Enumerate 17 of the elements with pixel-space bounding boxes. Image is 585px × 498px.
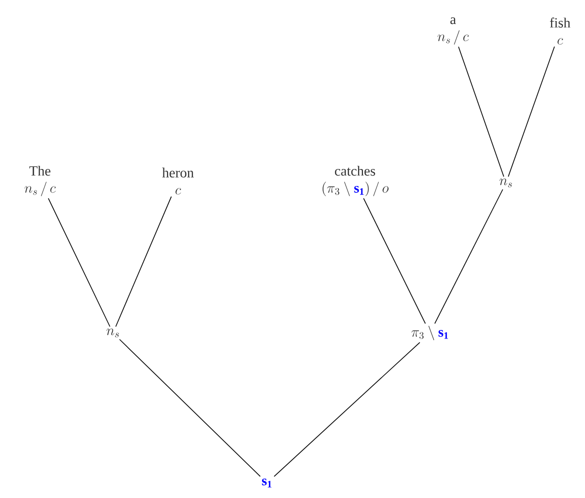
tree-branch (458, 46, 504, 178)
tree-branch (434, 188, 504, 324)
tree-branch (363, 198, 426, 324)
category-label: $\pi_3 \mathbin{\backslash} \textcolor{blue}{\mathbf{s_1}}$ (411, 326, 448, 340)
word-category-label: catches $(\pi_3 \mathbin{\backslash} \textcolor{blue}{\mathbf{s_1}}) \,/\, o$ (322, 166, 389, 196)
word-category-label: The $n_s \,/\, c$ (24, 166, 56, 196)
category-label: $n_s$ (500, 178, 512, 188)
word-category-label: a $n_s \,/\, c$ (438, 17, 469, 45)
word-category-label: heron $c$ (162, 168, 194, 194)
category-label: $n_s$ (106, 328, 119, 338)
category-label: $\textcolor{blue}{\mathbf{s_1}}$ (262, 478, 272, 488)
tree-branch (119, 338, 261, 477)
tree-branch (274, 342, 420, 477)
tree-branch (48, 198, 110, 328)
tree-branch (508, 46, 555, 178)
tree-branch (115, 196, 172, 328)
word-category-label: fish $c$ (550, 18, 570, 45)
